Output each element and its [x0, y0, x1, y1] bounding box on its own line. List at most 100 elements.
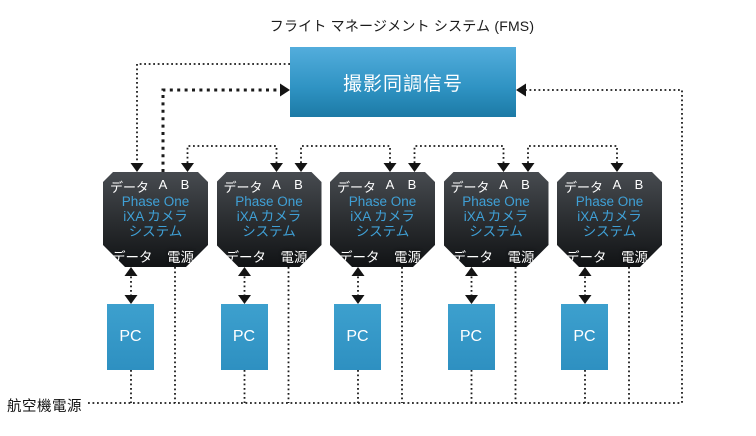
port-data-in: データ [110, 180, 150, 195]
camera-name-line2: iXA カメラ [463, 209, 529, 224]
wire-cam4b-cam5a [527, 145, 618, 163]
port-b: B [180, 177, 190, 192]
camera-name: Phase One iXA カメラ システム [557, 194, 662, 239]
camera-bottom-ports: データ 電源 [103, 246, 208, 265]
pc-box: PC [447, 304, 495, 370]
camera-top-ports: データ A B [444, 177, 549, 195]
port-data-out: データ [112, 250, 153, 265]
pc-box: PC [334, 304, 381, 370]
camera-name-line3: システム [469, 224, 523, 239]
pc-label: PC [232, 328, 256, 345]
camera-name: Phase One iXA カメラ システム [103, 194, 208, 239]
port-data-in: データ [223, 180, 263, 195]
port-data-in: データ [337, 180, 377, 195]
camera-box: データ A B Phase One iXA カメラ システム データ 電源 [443, 172, 549, 267]
pc-label: PC [573, 328, 596, 345]
arrow-up-icon [238, 267, 251, 276]
port-a: A [612, 177, 622, 192]
camera-column: データ A B Phase One iXA カメラ システム データ 電源 PC [557, 172, 662, 370]
pc-box: PC [220, 304, 268, 370]
arrow-down-icon [294, 163, 308, 172]
arrow-down-icon [130, 163, 144, 172]
pc-label: PC [119, 328, 142, 345]
camera-name-line3: システム [128, 224, 183, 239]
camera-bottom-ports: データ 電源 [217, 246, 322, 265]
camera-box: データ A B Phase One iXA カメラ システム データ 電源 [103, 172, 208, 267]
port-power: 電源 [280, 250, 308, 265]
port-b: B [407, 177, 417, 192]
arrow-down-icon [181, 163, 194, 172]
camera-column: データ A B Phase One iXA カメラ システム データ 電源 PC [103, 172, 208, 370]
wire-cam1-a-to-fms [161, 88, 278, 172]
port-data-out: データ [225, 250, 267, 265]
arrow-down-icon [351, 295, 365, 304]
fms-box: 撮影同調信号 [290, 47, 516, 117]
port-b: B [294, 177, 303, 192]
camera-name-line2: iXA カメラ [350, 209, 415, 224]
camera-name-line1: Phase One [575, 194, 644, 209]
port-a: A [385, 177, 395, 192]
camera-name-line3: システム [242, 224, 296, 239]
camera-name: Phase One iXA カメラ システム [330, 194, 435, 239]
port-a: A [272, 177, 281, 192]
camera-box: データ A B Phase One iXA カメラ システム データ 電源 [330, 172, 435, 267]
camera-bottom-ports: データ 電源 [444, 246, 549, 265]
arrow-left-icon [516, 83, 526, 97]
wire-power-to-fms [525, 89, 683, 403]
port-data-out: データ [452, 250, 494, 265]
camera-column: データ A B Phase One iXA カメラ システム データ 電源 PC [330, 172, 435, 370]
port-a: A [158, 177, 168, 192]
camera-bottom-ports: データ 電源 [330, 246, 435, 265]
arrow-down-icon [383, 163, 397, 172]
arrow-down-icon [124, 295, 138, 304]
arrow-up-icon [124, 267, 138, 276]
camera-name: Phase One iXA カメラ システム [444, 194, 549, 239]
port-power: 電源 [394, 250, 421, 265]
pc-box: PC [561, 304, 608, 370]
port-data-in: データ [450, 180, 490, 195]
diagram-title: フライト マネージメント システム (FMS) [269, 18, 535, 34]
camera-column: データ A B Phase One iXA カメラ システム データ 電源 PC [216, 172, 322, 370]
port-power: 電源 [621, 250, 648, 265]
fms-label: 撮影同調信号 [342, 73, 463, 95]
arrow-up-icon [578, 267, 592, 276]
wire-fms-to-cam1-data [136, 63, 290, 163]
arrow-down-icon [465, 295, 478, 304]
port-a: A [499, 177, 508, 192]
arrow-right-icon [280, 83, 290, 97]
arrow-down-icon [521, 163, 535, 172]
arrow-down-icon [238, 295, 251, 304]
camera-name-line1: Phase One [121, 194, 190, 209]
port-power: 電源 [507, 250, 535, 265]
camera-top-ports: データ A B [217, 177, 322, 195]
aircraft-power-label: 航空機電源 [7, 399, 82, 415]
pc-label: PC [459, 328, 483, 345]
camera-column: データ A B Phase One iXA カメラ システム データ 電源 PC [443, 172, 549, 370]
arrow-up-icon [465, 267, 478, 276]
wire-cam1b-cam2a [186, 145, 278, 163]
port-b: B [521, 177, 530, 192]
port-data-out: データ [339, 250, 380, 265]
wire-cam3b-cam4a [413, 145, 505, 163]
camera-top-ports: データ A B [330, 177, 435, 195]
camera-name-line2: iXA カメラ [577, 209, 642, 224]
arrow-down-icon [408, 163, 421, 172]
arrow-down-icon [578, 295, 592, 304]
camera-bottom-ports: データ 電源 [557, 246, 662, 265]
camera-name-line3: システム [355, 224, 410, 239]
wire-cam2b-cam3a [300, 145, 391, 163]
arrow-down-icon [497, 163, 510, 172]
arrow-down-icon [270, 163, 283, 172]
pc-label: PC [346, 328, 369, 345]
arrow-up-icon [351, 267, 365, 276]
camera-name: Phase One iXA カメラ システム [217, 194, 322, 239]
camera-box: データ A B Phase One iXA カメラ システム データ 電源 [216, 172, 322, 267]
camera-name-line2: iXA カメラ [236, 209, 302, 224]
camera-name-line1: Phase One [462, 194, 530, 209]
camera-top-ports: データ A B [103, 177, 208, 195]
arrow-down-icon [610, 163, 624, 172]
camera-top-ports: データ A B [557, 177, 662, 195]
pc-box: PC [107, 304, 154, 370]
